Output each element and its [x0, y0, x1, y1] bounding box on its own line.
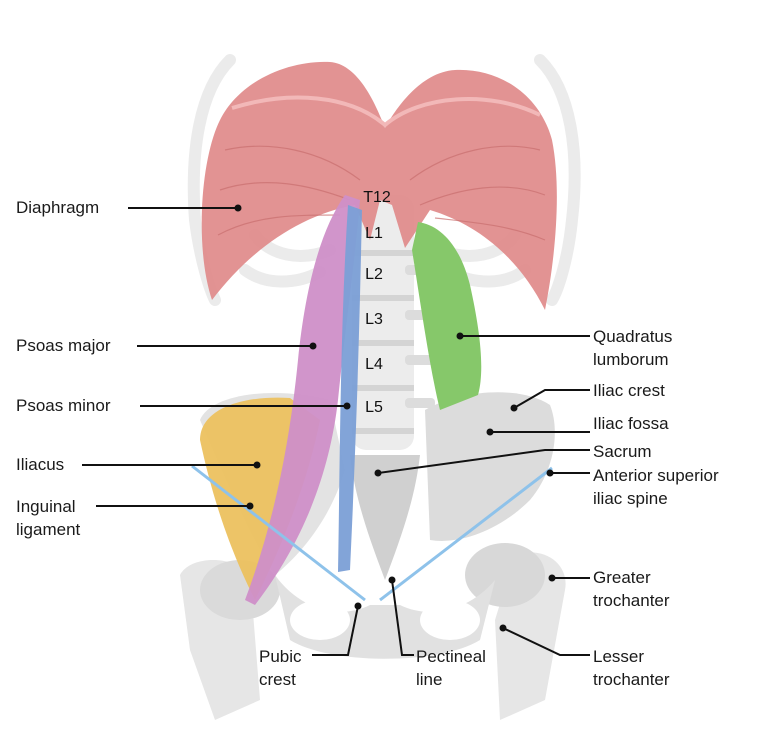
- vertebra-label-l2: L2: [365, 266, 383, 283]
- vertebra-label-l1: L1: [365, 225, 383, 242]
- label-quadratus-line2: lumborum: [593, 350, 669, 369]
- vertebra-label-l4: L4: [365, 356, 383, 373]
- diaphragm-muscle: [201, 61, 557, 310]
- label-iliac-crest: Iliac crest: [593, 381, 665, 400]
- leader-dots: [234, 204, 556, 632]
- label-inguinal-line1: Inguinal: [16, 497, 76, 516]
- quadratus-lumborum-muscle: [412, 222, 482, 410]
- inguinal-ligament-right: [379, 466, 553, 602]
- sacrum-shape: [350, 455, 420, 580]
- label-psoas-major: Psoas major: [16, 336, 111, 355]
- label-diaphragm: Diaphragm: [16, 198, 100, 217]
- label-psoas-minor: Psoas minor: [16, 396, 111, 415]
- label-pubic-crest-line2: crest: [259, 670, 296, 689]
- right-obturator: [420, 600, 480, 640]
- label-inguinal-line2: ligament: [16, 520, 81, 539]
- leader-lines: [82, 207, 590, 656]
- label-pectineal-line1: Pectineal: [416, 647, 486, 666]
- label-greater-trochanter-line1: Greater: [593, 568, 651, 587]
- label-pubic-crest-line1: Pubic: [259, 647, 302, 666]
- label-lesser-trochanter-line2: trochanter: [593, 670, 670, 689]
- label-quadratus-line1: Quadratus: [593, 327, 673, 346]
- label-greater-trochanter-line2: trochanter: [593, 591, 670, 610]
- label-sacrum: Sacrum: [593, 442, 652, 461]
- label-pectineal-line2: line: [416, 670, 443, 689]
- vertebra-label-l3: L3: [365, 311, 383, 328]
- psoas-major-muscle: [245, 195, 360, 605]
- inguinal-ligament-left: [191, 464, 366, 602]
- spine: [352, 195, 437, 450]
- label-lesser-trochanter-line1: Lesser: [593, 647, 645, 666]
- vertebra-label-l5: L5: [365, 399, 383, 416]
- diaphragm-dome-line: [231, 95, 541, 128]
- right-ilium: [425, 392, 555, 541]
- label-asis-line1: Anterior superior: [593, 466, 719, 485]
- left-obturator: [290, 600, 350, 640]
- label-iliacus: Iliacus: [16, 455, 65, 474]
- label-iliac-fossa: Iliac fossa: [593, 414, 669, 433]
- diaphragm-fibers: [217, 145, 546, 241]
- vertebra-label-t12: T12: [363, 189, 391, 206]
- label-asis-line2: iliac spine: [593, 489, 668, 508]
- psoas-minor-muscle: [338, 205, 362, 572]
